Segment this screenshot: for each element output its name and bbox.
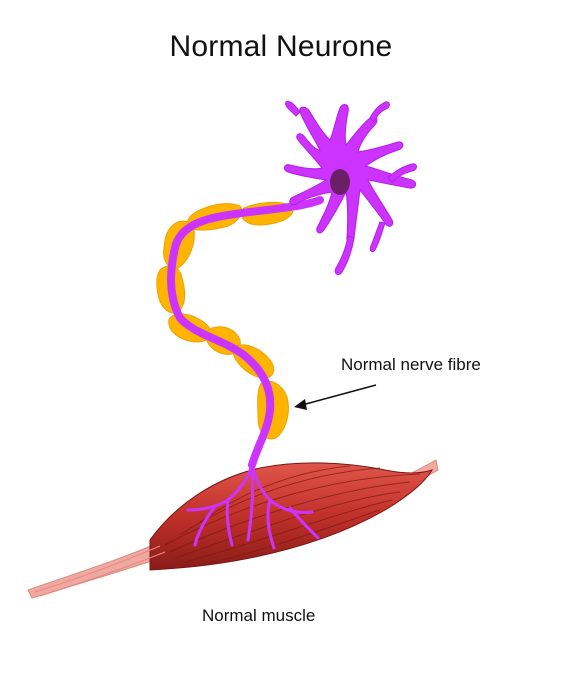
muscle bbox=[27, 459, 439, 599]
diagram-title: Normal Neurone bbox=[169, 30, 393, 63]
nucleus bbox=[330, 169, 350, 195]
muscle-belly bbox=[149, 462, 434, 571]
neuron-cell-body bbox=[283, 101, 417, 276]
nerve-fibre-label: Normal nerve fibre bbox=[341, 355, 481, 374]
nerve-endings bbox=[186, 463, 320, 550]
nerve-fibre-arrow bbox=[294, 384, 377, 410]
axon bbox=[167, 196, 324, 469]
muscle-label: Normal muscle bbox=[202, 606, 316, 625]
muscle-tendon-left bbox=[27, 539, 171, 599]
